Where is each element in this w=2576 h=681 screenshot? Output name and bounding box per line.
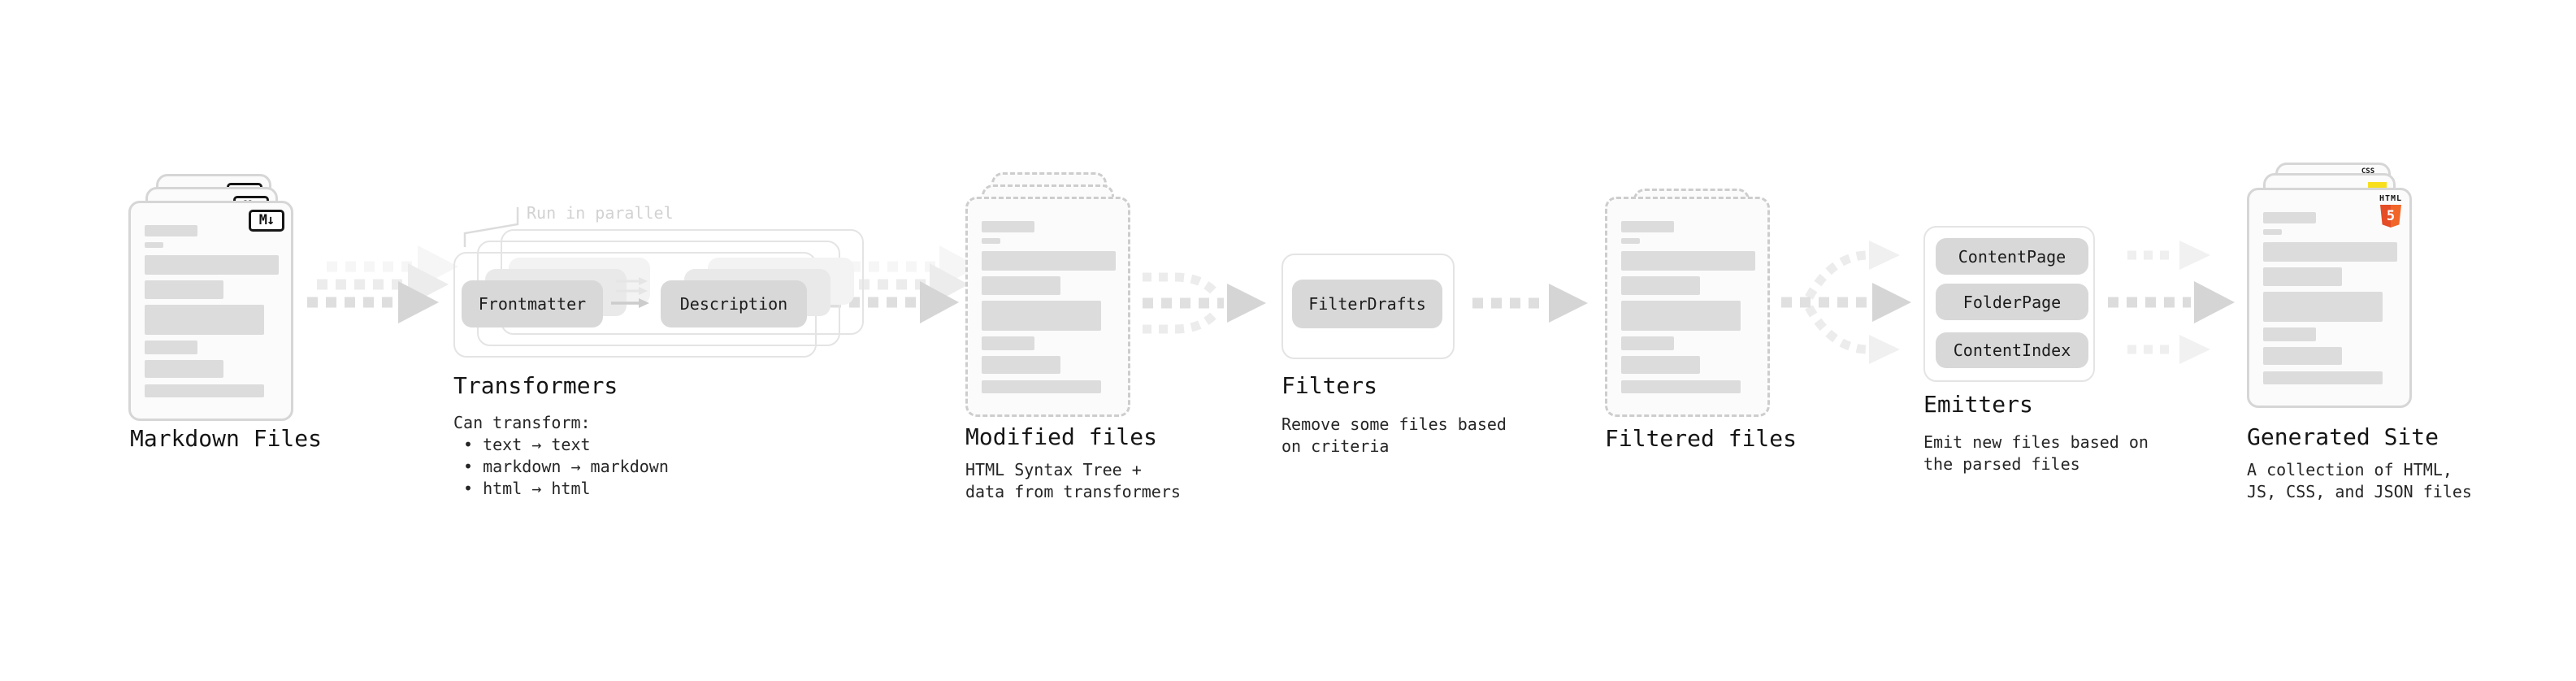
emitters-frame bbox=[1923, 226, 2095, 382]
subtitle-line: the parsed files bbox=[1923, 454, 2080, 474]
text-placeholder-bar bbox=[2263, 242, 2397, 262]
filter-chip-filterdrafts: FilterDrafts bbox=[1292, 280, 1442, 328]
transformer-chip-frontmatter: Frontmatter bbox=[462, 280, 603, 327]
arrow-markdown-to-transformers bbox=[307, 245, 458, 323]
document-skeleton bbox=[2249, 190, 2409, 406]
text-placeholder-bar bbox=[145, 225, 197, 236]
text-placeholder-bar bbox=[2263, 292, 2383, 322]
html5-number: 5 bbox=[2386, 207, 2396, 224]
emitter-chip-contentpage: ContentPage bbox=[1936, 238, 2088, 275]
generated-site-title: Generated Site bbox=[2247, 423, 2439, 450]
modified-files-title: Modified files bbox=[965, 423, 1158, 450]
text-placeholder-bar bbox=[145, 360, 223, 378]
text-placeholder-bar bbox=[1621, 336, 1674, 350]
filters-title: Filters bbox=[1281, 372, 1378, 399]
transformers-description: Can transform: • text → text • markdown … bbox=[453, 412, 669, 500]
text-placeholder-bar bbox=[2263, 212, 2316, 223]
text-placeholder-bar bbox=[145, 255, 279, 275]
subtitle-line: Emit new files based on bbox=[1923, 432, 2149, 452]
site-document-html: HTML 5 bbox=[2247, 188, 2412, 408]
modified-files-subtitle: HTML Syntax Tree + data from transformer… bbox=[965, 459, 1181, 503]
emitters-title: Emitters bbox=[1923, 391, 2033, 418]
text-placeholder-bar bbox=[982, 336, 1034, 350]
text-placeholder-bar bbox=[1621, 238, 1640, 244]
text-placeholder-bar bbox=[1621, 356, 1700, 374]
css-badge-label: CSS bbox=[2361, 167, 2375, 176]
document-skeleton bbox=[131, 203, 291, 419]
text-placeholder-bar bbox=[1621, 221, 1674, 232]
text-placeholder-bar bbox=[145, 242, 163, 248]
text-placeholder-bar bbox=[145, 305, 264, 335]
document-skeleton bbox=[968, 199, 1128, 414]
filters-frame bbox=[1281, 254, 1455, 359]
text-placeholder-bar bbox=[982, 251, 1116, 271]
text-placeholder-bar bbox=[1621, 301, 1741, 331]
emitter-chip-folderpage: FolderPage bbox=[1936, 284, 2088, 320]
arrow-modified-to-filters-converge bbox=[1143, 272, 1266, 334]
document-skeleton bbox=[1607, 199, 1767, 414]
subtitle-line: Remove some files based bbox=[1281, 414, 1507, 434]
transformer-bullet: • text → text bbox=[463, 435, 591, 454]
text-placeholder-bar bbox=[2263, 229, 2282, 235]
html5-icon: HTML 5 bbox=[2377, 194, 2405, 228]
subtitle-line: A collection of HTML, bbox=[2247, 460, 2452, 479]
filters-subtitle: Remove some files based on criteria bbox=[1281, 414, 1507, 458]
text-placeholder-bar bbox=[982, 276, 1060, 295]
text-placeholder-bar bbox=[1621, 276, 1700, 295]
arrow-emitters-to-site bbox=[2108, 241, 2235, 364]
text-placeholder-bar bbox=[2263, 347, 2342, 365]
filtered-document-front bbox=[1605, 197, 1770, 417]
text-placeholder-bar bbox=[1621, 251, 1755, 271]
text-placeholder-bar bbox=[2263, 371, 2383, 384]
html5-shield: 5 bbox=[2380, 205, 2401, 228]
emitters-subtitle: Emit new files based on the parsed files bbox=[1923, 432, 2149, 475]
emitter-chip-contentindex: ContentIndex bbox=[1936, 332, 2088, 368]
transformer-bullet: • markdown → markdown bbox=[463, 457, 669, 476]
markdown-files-label: Markdown Files bbox=[130, 425, 323, 452]
text-placeholder-bar bbox=[2263, 267, 2342, 286]
transformers-description-heading: Can transform: bbox=[453, 413, 591, 432]
arrow-filters-to-filtered bbox=[1472, 284, 1588, 323]
subtitle-line: HTML Syntax Tree + bbox=[965, 460, 1142, 479]
subtitle-line: data from transformers bbox=[965, 482, 1181, 501]
subtitle-line: on criteria bbox=[1281, 436, 1390, 456]
markdown-document-front: M↓ bbox=[128, 201, 293, 421]
text-placeholder-bar bbox=[982, 356, 1060, 374]
text-placeholder-bar bbox=[982, 238, 1000, 244]
text-placeholder-bar bbox=[1621, 380, 1741, 393]
parallel-note: Run in parallel bbox=[527, 203, 674, 223]
arrow-filtered-to-emitters-fanout bbox=[1781, 241, 1911, 364]
transformer-bullet: • html → html bbox=[463, 479, 591, 498]
transformer-chip-description: Description bbox=[661, 280, 807, 327]
subtitle-line: JS, CSS, and JSON files bbox=[2247, 482, 2472, 501]
transformers-title: Transformers bbox=[453, 372, 618, 399]
text-placeholder-bar bbox=[145, 340, 197, 354]
text-placeholder-bar bbox=[145, 280, 223, 299]
markdown-icon: M↓ bbox=[249, 210, 284, 232]
filtered-files-title: Filtered files bbox=[1605, 425, 1798, 452]
text-placeholder-bar bbox=[982, 301, 1101, 331]
text-placeholder-bar bbox=[982, 380, 1101, 393]
text-placeholder-bar bbox=[145, 384, 264, 397]
text-placeholder-bar bbox=[982, 221, 1034, 232]
modified-document-front bbox=[965, 197, 1130, 417]
generated-site-subtitle: A collection of HTML, JS, CSS, and JSON … bbox=[2247, 459, 2472, 503]
text-placeholder-bar bbox=[2263, 327, 2316, 341]
html5-badge-label: HTML bbox=[2379, 194, 2403, 203]
